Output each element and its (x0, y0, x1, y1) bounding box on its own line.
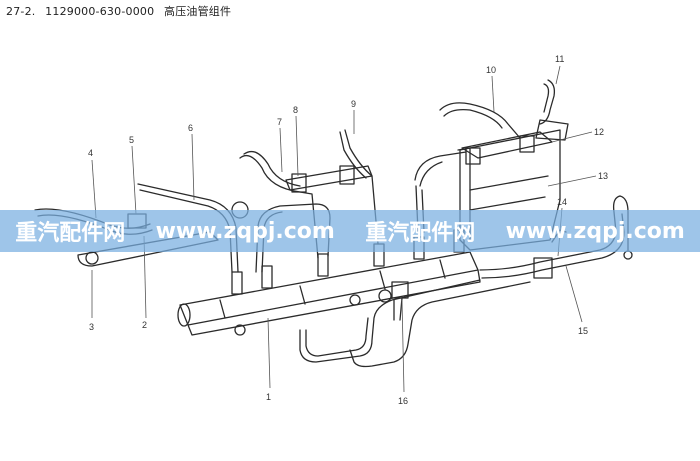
watermark-url: www.zqpj.com (505, 218, 685, 244)
callout-3: 3 (89, 322, 94, 332)
callout-15: 15 (578, 326, 588, 336)
callout-8: 8 (293, 105, 298, 115)
callout-1: 1 (266, 392, 271, 402)
callout-4: 4 (88, 148, 93, 158)
callout-14: 14 (557, 197, 567, 207)
part-number: 1129000-630-0000 (45, 5, 155, 18)
watermark-brand: 重汽配件网 (15, 221, 126, 246)
callout-7: 7 (277, 117, 282, 127)
watermark-url: www.zqpj.com (155, 218, 335, 244)
callout-2: 2 (142, 320, 147, 330)
callout-6: 6 (188, 123, 193, 133)
callout-5: 5 (129, 135, 134, 145)
figure-caption: 27-2. 1129000-630-0000 高压油管组件 (6, 3, 237, 19)
callout-16: 16 (398, 396, 408, 406)
callout-11: 11 (555, 54, 564, 64)
callout-9: 9 (351, 99, 356, 109)
callout-12: 12 (594, 127, 604, 137)
callout-10: 10 (486, 65, 496, 75)
watermark-banner: 重汽配件网 www.zqpj.com 重汽配件网 www.zqpj.com (0, 210, 700, 252)
callout-13: 13 (598, 171, 608, 181)
fuel-rail (177, 229, 481, 336)
bracket-8 (285, 165, 373, 193)
assembly-title: 高压油管组件 (164, 5, 232, 18)
figure-number: 27-2. (6, 5, 36, 18)
watermark-brand: 重汽配件网 (365, 221, 476, 246)
